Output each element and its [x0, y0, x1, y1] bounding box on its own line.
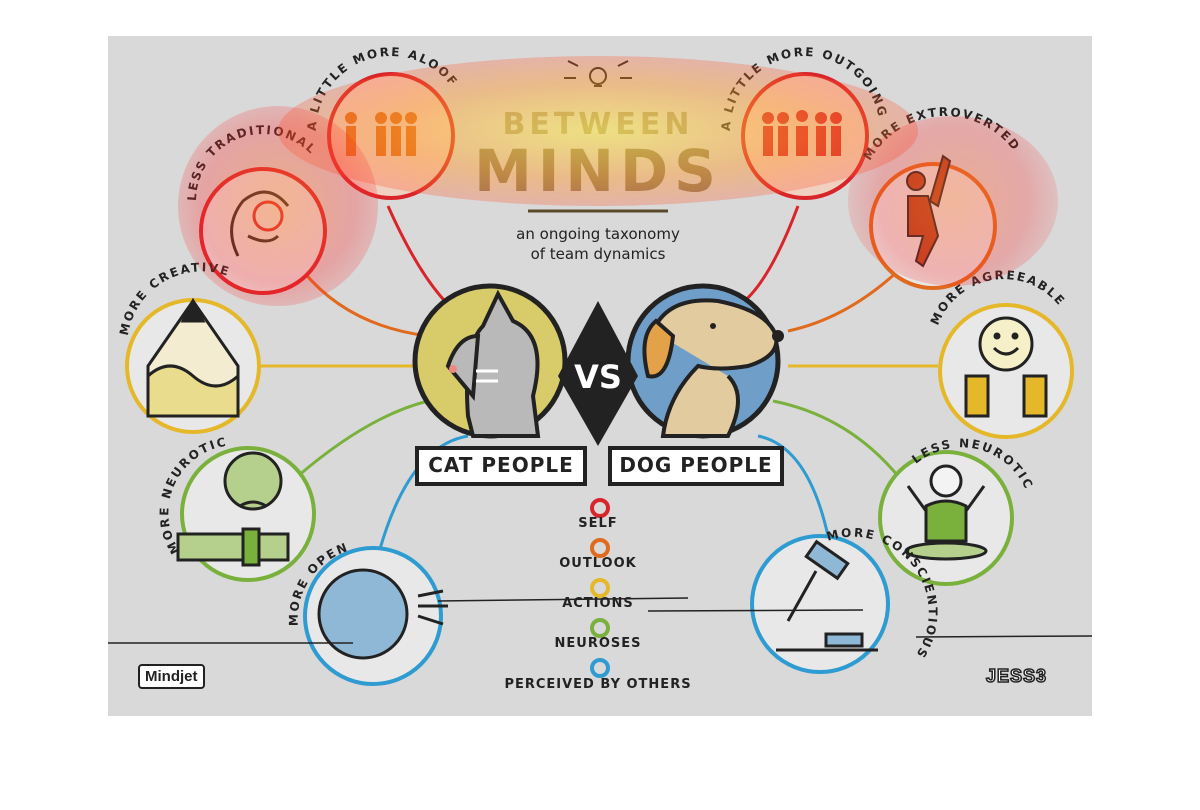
- legend-label-neuroses: NEUROSES: [554, 636, 642, 651]
- trait-more-open: MORE OPEN: [287, 540, 448, 686]
- vs-diamond: VS: [558, 301, 638, 446]
- legend-label-self: SELF: [578, 516, 618, 531]
- talking-head-icon: [317, 568, 448, 660]
- thumbs-up-face-icon: [964, 316, 1048, 418]
- legend-dot-self: [590, 498, 610, 518]
- legend-dot-actions: [590, 578, 610, 598]
- legend-label-actions: ACTIONS: [562, 596, 634, 611]
- trait-more-outgoing: A LITTLE MORE OUTGOING: [719, 45, 888, 200]
- trait-more-neurotic: MORE NEUROTIC: [157, 435, 316, 582]
- trait-more-aloof: A LITTLE MORE ALOOF: [305, 45, 459, 200]
- subtitle-line1: an ongoing taxonomy: [516, 225, 680, 243]
- legend-dot-outlook: [590, 538, 610, 558]
- lightbulb-icon: [564, 60, 632, 87]
- diagram-graphics: VS BETWEEN MINDS LESS TRADITIONAL: [108, 45, 1092, 686]
- mindjet-logo: Mindjet: [138, 664, 205, 689]
- worried-face-watch-icon: [176, 451, 290, 567]
- people-group-icon: [345, 112, 417, 156]
- dog-people-label: DOG PEOPLE: [608, 446, 784, 486]
- vs-label: VS: [574, 358, 622, 396]
- jess3-logo: JESS3: [985, 665, 1048, 687]
- meditating-person-icon: [904, 464, 988, 561]
- infographic-canvas: VS BETWEEN MINDS LESS TRADITIONAL: [108, 36, 1092, 716]
- legend-dot-perceived: [590, 658, 610, 678]
- subtitle: an ongoing taxonomy of team dynamics: [448, 224, 748, 264]
- headphones-face-icon: [230, 190, 290, 257]
- gavel-icon: [776, 539, 878, 652]
- dog-portrait: [625, 283, 784, 439]
- legend-label-perceived: PERCEIVED BY OTHERS: [504, 677, 692, 692]
- title-block: BETWEEN MINDS: [474, 60, 722, 213]
- cat-portrait: [412, 283, 568, 439]
- title-line2: MINDS: [474, 137, 722, 205]
- trait-more-agreeable: MORE AGREEABLE: [928, 268, 1074, 439]
- subtitle-line2: of team dynamics: [530, 245, 666, 263]
- trait-less-neurotic: LESS NEUROTIC: [878, 436, 1034, 586]
- legend-dot-neuroses: [590, 618, 610, 638]
- pencil-icon: [146, 297, 240, 418]
- trait-more-extroverted: MORE EXTROVERTED: [860, 105, 1021, 290]
- legend-label-outlook: OUTLOOK: [559, 556, 637, 571]
- cat-people-label: CAT PEOPLE: [415, 446, 587, 486]
